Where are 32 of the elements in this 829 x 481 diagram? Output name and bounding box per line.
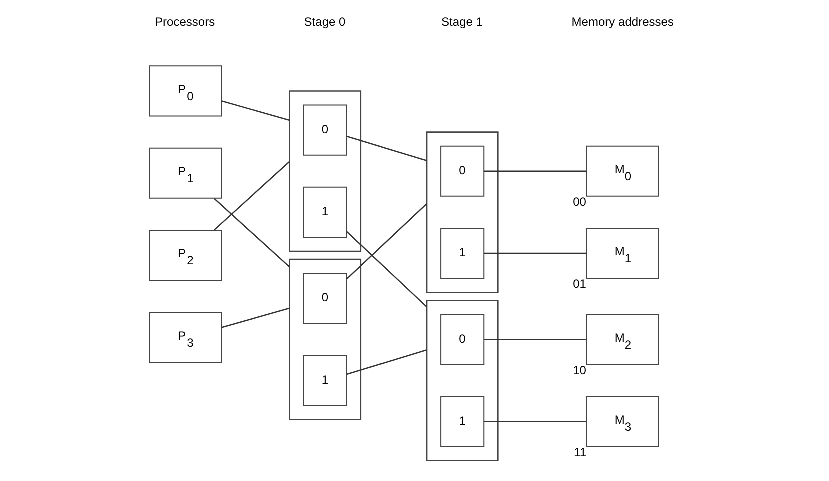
connector xyxy=(214,161,290,231)
label: Stage 1 xyxy=(442,15,483,30)
connector xyxy=(346,231,428,308)
node-box: 0 xyxy=(303,104,348,156)
connector xyxy=(222,100,290,122)
node-label: 10 xyxy=(573,363,586,378)
node-box: 0 xyxy=(440,314,485,366)
cluster xyxy=(289,258,362,420)
connector xyxy=(346,136,428,162)
label: Processors xyxy=(155,15,216,30)
node-box: 0 xyxy=(303,273,348,324)
node-label: 00 xyxy=(573,195,586,210)
node-box: 1 xyxy=(440,228,485,280)
connector xyxy=(484,421,587,422)
connector xyxy=(484,252,587,254)
cluster xyxy=(426,300,499,462)
label: Memory addresses xyxy=(572,15,674,30)
node-box: 0 xyxy=(440,146,485,197)
connector xyxy=(222,308,290,328)
connector xyxy=(214,198,290,268)
node-label: 11 xyxy=(574,446,587,460)
node-box: 1 xyxy=(303,186,348,238)
connector xyxy=(484,170,587,172)
node-box: 1 xyxy=(440,396,485,448)
connector xyxy=(346,350,428,376)
cluster xyxy=(426,132,499,294)
connector xyxy=(484,339,587,340)
cluster xyxy=(289,90,362,252)
connector xyxy=(346,203,428,280)
node-box: 1 xyxy=(303,355,348,406)
label: Stage 0 xyxy=(304,15,346,30)
node-label: 01 xyxy=(573,277,586,292)
